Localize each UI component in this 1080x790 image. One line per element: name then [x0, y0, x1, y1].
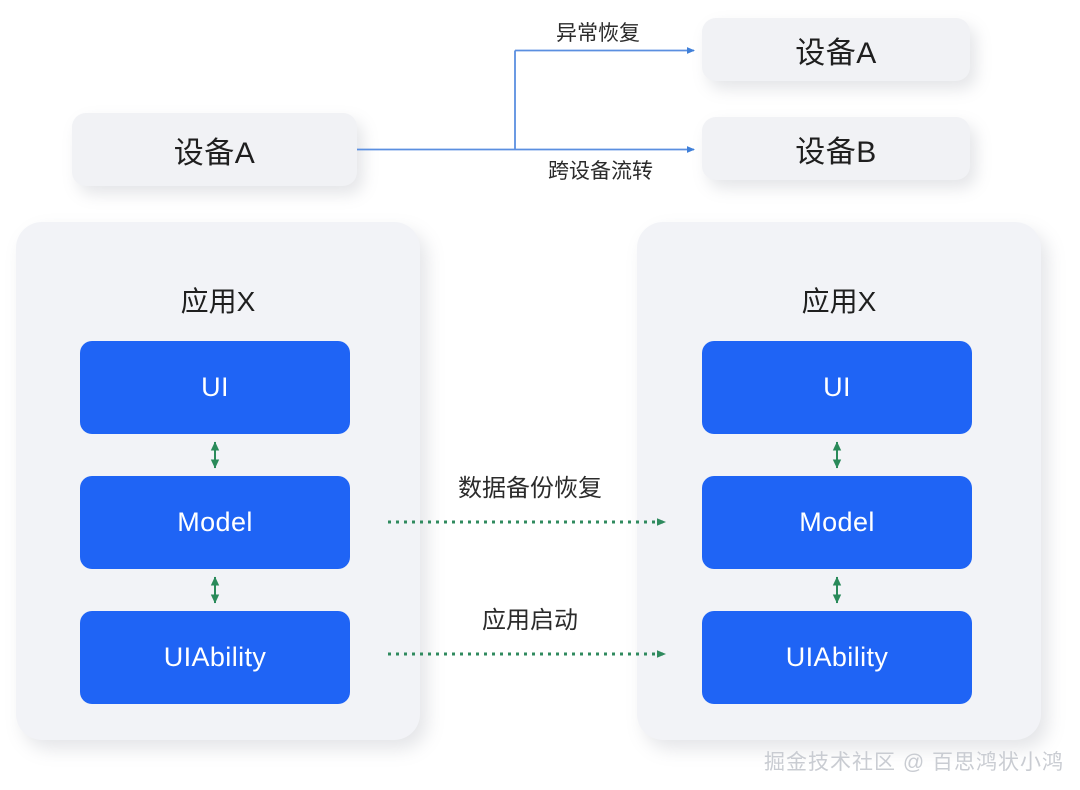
layer-label-left-ui: UI: [201, 372, 229, 402]
target-device-label-a: 设备A: [795, 36, 877, 70]
target-device-card-a[interactable]: 设备A: [702, 18, 970, 81]
device-branch-connector: [357, 47, 695, 153]
target-device-label-b: 设备B: [795, 135, 877, 169]
target-device-card-b[interactable]: 设备B: [702, 117, 970, 180]
layer-box-right-ui[interactable]: UI: [702, 341, 972, 434]
source-device-label: 设备A: [173, 136, 256, 170]
layer-label-right-model: Model: [799, 507, 875, 537]
watermark-text: 掘金技术社区 @ 百思鸿状小鸿: [764, 751, 1064, 774]
layer-box-right-model[interactable]: Model: [702, 476, 972, 569]
app-title-left: 应用X: [180, 286, 256, 317]
layer-box-right-uiability[interactable]: UIAbility: [702, 611, 972, 704]
app-title-right: 应用X: [801, 286, 877, 317]
layer-box-left-ui[interactable]: UI: [80, 341, 350, 434]
layer-box-left-uiability[interactable]: UIAbility: [80, 611, 350, 704]
connector-label-exception-recovery: 异常恢复: [556, 22, 640, 45]
flow-label-data-backup-restore: 数据备份恢复: [458, 475, 602, 502]
layer-label-right-uiability: UIAbility: [785, 642, 889, 672]
source-device-card[interactable]: 设备A: [72, 113, 357, 186]
layer-label-right-ui: UI: [823, 372, 851, 402]
flow-label-app-launch: 应用启动: [482, 607, 578, 634]
layer-label-left-model: Model: [177, 507, 253, 537]
layer-label-left-uiability: UIAbility: [163, 642, 267, 672]
connector-label-cross-device-transfer: 跨设备流转: [548, 160, 653, 183]
layer-box-left-model[interactable]: Model: [80, 476, 350, 569]
